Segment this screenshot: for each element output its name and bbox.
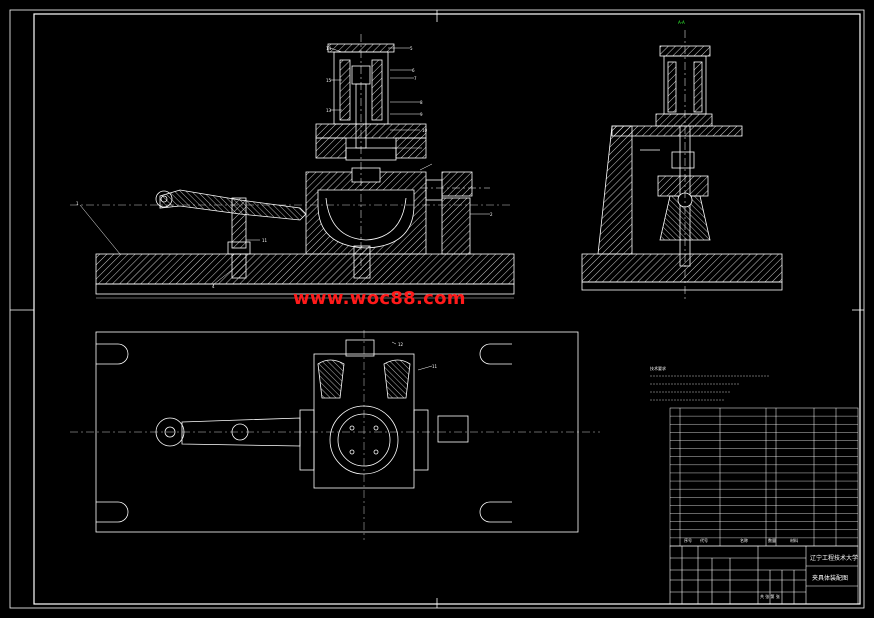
tech-requirements: 技术要求: [650, 365, 770, 401]
part-label-13: 11: [262, 238, 268, 243]
drawing-title: 夹具体装配图: [812, 574, 848, 582]
part-number-labels-front: 5 6 7 8 9 10 14 15 13 1 2 4 11: [76, 46, 493, 289]
part-number-labels-top: 12 11: [398, 342, 438, 369]
side-view-label: A-A: [678, 20, 685, 25]
tech-req-title: 技术要求: [650, 365, 666, 371]
base-plate: [95, 253, 515, 285]
school-name: 辽宁工程技术大学: [810, 554, 858, 562]
col-header-4: 数量: [768, 537, 776, 543]
parts-list: [669, 407, 859, 547]
part-label-15: 11: [432, 364, 438, 369]
part-label-6: 10: [422, 128, 428, 133]
col-header-2: 代号: [700, 537, 708, 543]
side-base: [581, 253, 783, 283]
part-label-9: 13: [326, 108, 332, 113]
side-support: [441, 197, 471, 255]
sheet-border: [9, 9, 865, 609]
col-header-3: 名称: [740, 537, 748, 543]
side-view-header: A-A: [678, 20, 685, 25]
top-view: [70, 330, 600, 540]
part-label-8: 15: [326, 78, 332, 83]
sheet-count: 共 张 第 张: [760, 593, 780, 599]
title-block: [669, 545, 859, 605]
part-label-5: 9: [420, 112, 423, 117]
part-label-1: 5: [410, 46, 413, 51]
part-label-11: 2: [490, 212, 493, 217]
title-block-texts: 辽宁工程技术大学 夹具体装配图 共 张 第 张 序号 代号 名称 数量 材料: [684, 537, 858, 599]
parts-list-rows: [670, 415, 858, 539]
part-label-7: 14: [326, 46, 332, 51]
front-view: [70, 34, 515, 299]
watermark-text: www.woc88.com: [293, 288, 466, 309]
side-view: [581, 30, 783, 300]
part-label-14: 12: [398, 342, 404, 347]
part-label-4: 8: [420, 100, 423, 105]
col-header-1: 序号: [684, 537, 692, 543]
side-upright: [597, 125, 633, 255]
leaders-front: [79, 47, 490, 285]
part-label-3: 7: [414, 76, 417, 81]
part-label-10: 1: [76, 201, 79, 206]
col-header-5: 材料: [790, 537, 798, 543]
upper-plate: [315, 123, 427, 139]
part-label-2: 6: [412, 68, 415, 73]
part-label-12: 4: [212, 284, 215, 289]
